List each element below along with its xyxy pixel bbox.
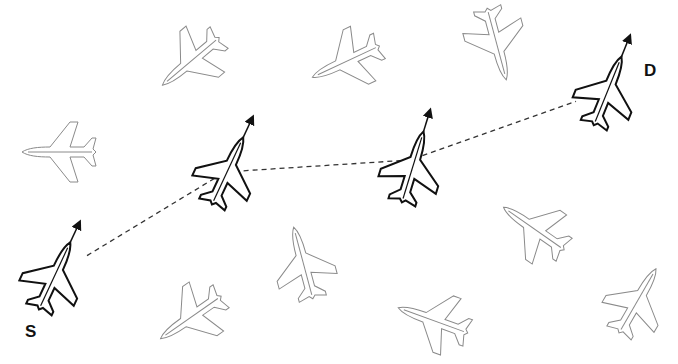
plane-centerline [403,137,422,198]
route-aircraft [12,27,657,322]
faded-plane [388,279,478,361]
plane-centerline [167,40,216,81]
node-label: S [25,323,36,341]
heading-arrow [243,119,251,137]
plane-body [458,1,535,88]
plane-centerline [595,62,619,121]
plane-body [22,122,96,182]
plane-centerline [214,143,241,201]
plane-body [373,123,452,211]
destination-plane [566,27,657,137]
faded-plane [265,219,342,306]
plane-body [566,45,649,136]
heading-arrow [621,38,628,57]
plane-centerline [404,310,464,332]
plane-centerline [41,248,68,306]
plane-centerline [508,211,560,248]
plane-body [388,279,478,361]
plane-body [486,183,581,275]
plane-centerline [488,12,505,74]
faded-plane [486,183,581,275]
aircraft-node: S [23,235,87,315]
relay-plane [185,107,279,218]
faded-plane [22,122,96,182]
faded-plane [300,19,392,105]
faded-plane [143,272,238,364]
plane-centerline [28,152,92,153]
plane-body [185,125,271,217]
plane-body [12,230,98,322]
node-label: D [644,62,656,80]
plane-centerline [318,48,376,75]
heading-arrow [70,224,78,242]
plane-body [265,219,342,306]
plane-centerline [621,274,653,329]
relay-plane [373,104,458,211]
plane-body [593,254,678,348]
plane-centerline [165,298,217,335]
route-link [87,101,576,255]
heading-arrow [424,112,430,131]
plane-body [143,15,238,109]
faded-plane [143,15,238,109]
source-plane [12,212,106,323]
plane-body [143,272,238,364]
plane-centerline [295,233,312,295]
plane-body [300,19,392,105]
other-aircraft [22,1,678,364]
faded-plane [593,254,678,348]
aircraft-node: D [576,50,640,130]
faded-plane [458,1,535,88]
